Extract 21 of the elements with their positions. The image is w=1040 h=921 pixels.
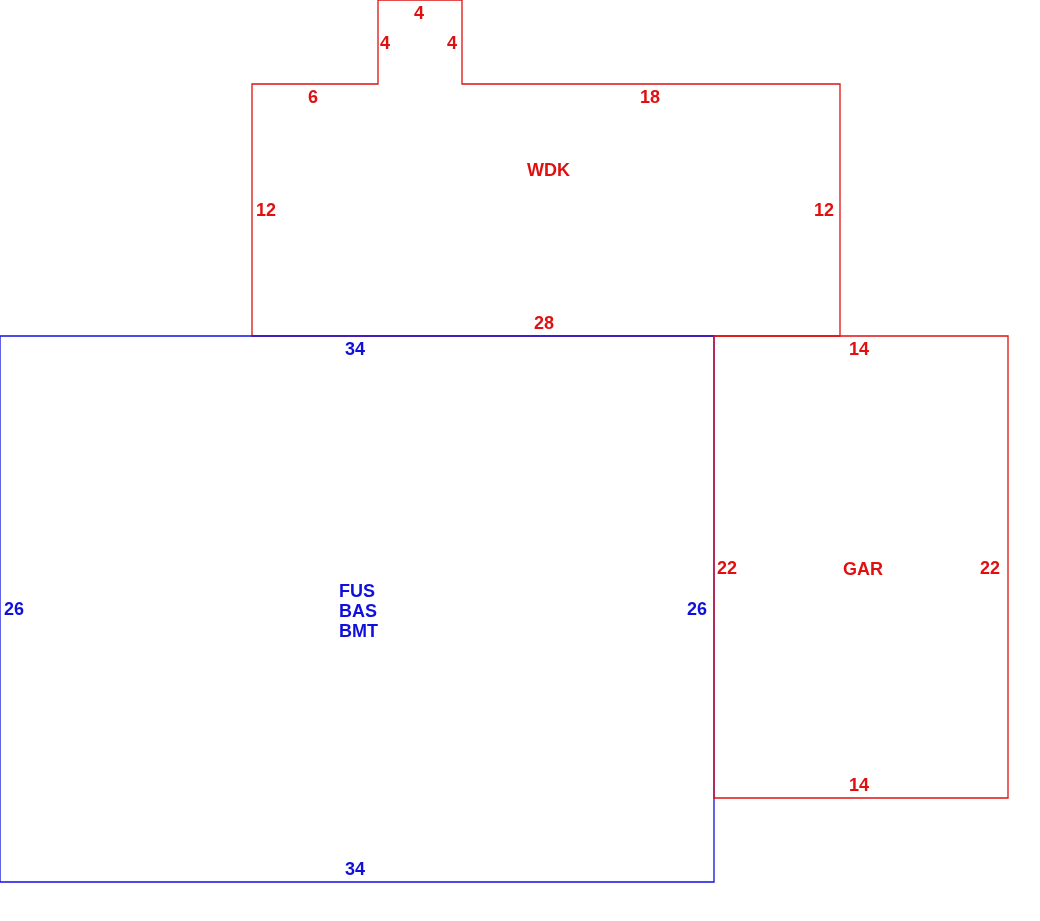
dimension-label: 28 [534, 313, 555, 333]
area-label: FUS [339, 581, 375, 601]
dimension-label: 12 [814, 200, 835, 220]
dimension-label: 14 [849, 339, 870, 359]
dimension-label: 4 [414, 3, 424, 23]
dimension-label: 22 [980, 558, 1001, 578]
dimension-label: 34 [345, 339, 366, 359]
area-label: BMT [339, 621, 378, 641]
dimension-label: 22 [717, 558, 738, 578]
dimension-label: 6 [308, 87, 318, 107]
area-label: BAS [339, 601, 377, 621]
dimension-label: 18 [640, 87, 661, 107]
dimension-label: 14 [849, 775, 870, 795]
dimension-label: 26 [687, 599, 708, 619]
dimension-label: 26 [4, 599, 25, 619]
dimension-label: 4 [380, 33, 390, 53]
area-label: GAR [843, 559, 883, 579]
dimension-label: 4 [447, 33, 457, 53]
area-label: WDK [527, 160, 570, 180]
dimension-label: 12 [256, 200, 277, 220]
dimension-label: 34 [345, 859, 366, 879]
